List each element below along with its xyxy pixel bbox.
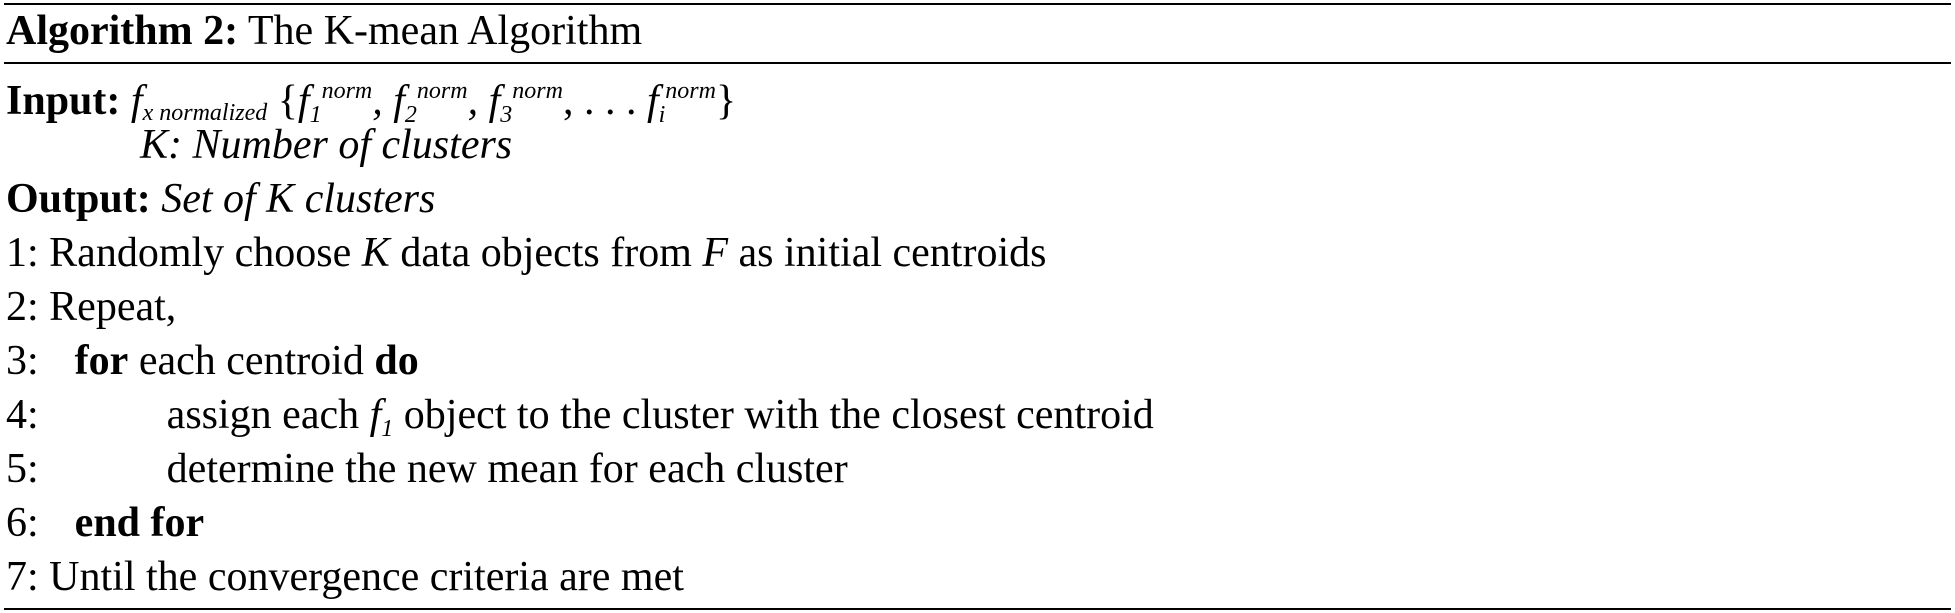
set-item-sup: norm [416,78,468,104]
set-item-sub: 2 [404,102,417,128]
set-item-f: f [297,78,310,124]
step-4: 4: assign each f1 object to the cluster w… [6,390,1154,454]
bottom-rule [4,608,1951,610]
step-3: 3: for each centroid do [6,336,419,386]
step-number: 5: [6,446,39,492]
step-text: Randomly choose [38,230,362,276]
step-text: as initial centroids [728,230,1047,276]
output-text: Set of K clusters [161,176,436,222]
step-text: assign each [166,392,370,438]
set-item-sup: norm [665,78,716,104]
set-item-f: f [488,78,501,124]
step-text: data objects from [389,230,703,276]
step-text: each centroid [128,338,375,384]
step-number: 3: [6,338,39,384]
header-rule [4,62,1951,64]
set-item-f: f [646,78,659,124]
set-item-sup: norm [512,78,563,104]
algorithm-name: The K-mean Algorithm [247,8,643,54]
step-number: 6: [6,500,39,546]
set-item-sub: 1 [309,102,322,128]
step-var-k: K [361,230,390,276]
step-5: 5: determine the new mean for each cluste… [6,444,848,494]
step-1: 1: Randomly choose K data objects from F… [6,228,1046,278]
set-item-sub: i [658,102,666,128]
input-k-text: K: Number of clusters [140,122,513,168]
top-rule [4,3,1951,5]
set-item-sup: norm [321,78,373,104]
output-label: Output: [6,176,151,222]
step-var-sub: 1 [381,416,394,442]
set-item-sub: 3 [500,102,513,128]
input-f: f [130,78,143,124]
set-item-f: f [393,78,405,124]
set-item-sep: , . . . [562,78,647,124]
step-7: 7: Until the convergence criteria are me… [6,552,684,602]
step-text: object to the cluster with the closest c… [393,392,1154,438]
keyword-for: for [74,338,129,384]
input-line: Input: fx normalized {f1norm, f2norm, f3… [6,66,736,140]
set-item-sep: , [372,78,394,124]
step-text: Until the convergence criteria are met [38,554,684,600]
step-var-f: f [369,392,382,438]
input-f-sub: x normalized [142,100,268,126]
set-open: { [277,78,298,124]
input-label: Input: [6,78,121,124]
input-k-line: K: Number of clusters [140,120,512,170]
set-close: } [715,78,737,124]
step-number: 1: [6,230,39,276]
step-number: 2: [6,284,39,330]
algorithm-title: Algorithm 2: The K-mean Algorithm [6,6,642,56]
step-number: 7: [6,554,39,600]
step-2: 2: Repeat, [6,282,176,332]
step-6: 6: end for [6,498,204,548]
step-text: determine the new mean for each cluster [166,446,848,492]
keyword-end-for: end for [74,500,205,546]
step-number: 4: [6,392,39,438]
set-item-sep: , [467,78,489,124]
keyword-do: do [374,338,419,384]
step-text: Repeat, [38,284,177,330]
algorithm-label: Algorithm 2: [6,8,239,54]
output-line: Output: Set of K clusters [6,174,435,224]
step-var-f: F [702,230,729,276]
